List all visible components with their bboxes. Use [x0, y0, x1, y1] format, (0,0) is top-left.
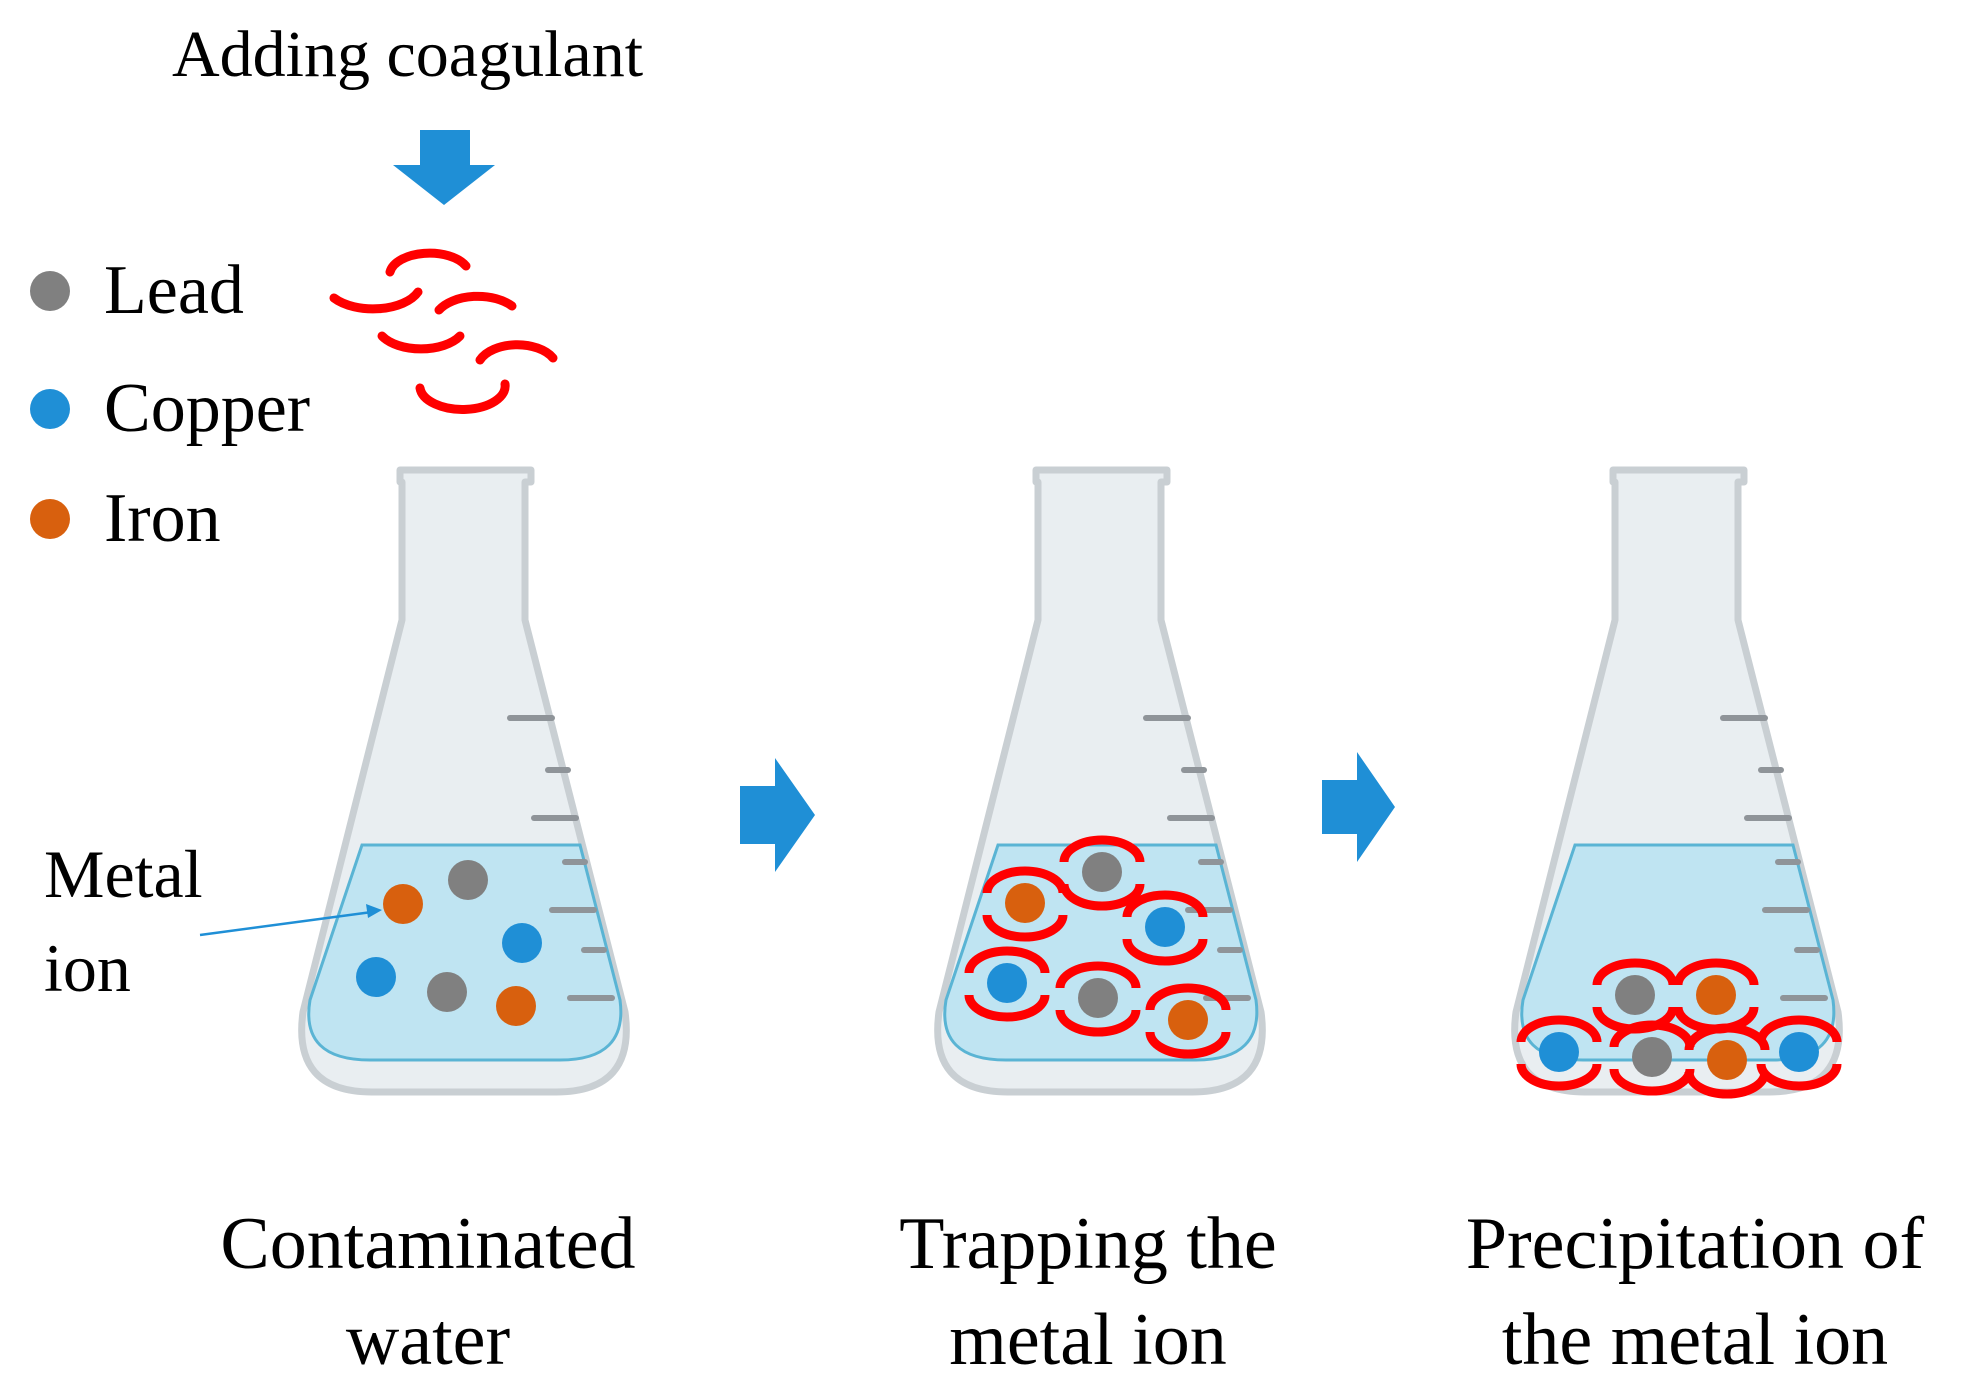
step-label-line1: Precipitation of [1465, 1203, 1925, 1285]
step-label-contaminated: Contaminated water [188, 1196, 668, 1388]
step-label-line2: water [345, 1299, 511, 1381]
coagulant-arc [1756, 1015, 1842, 1043]
coagulant-arc [1756, 1063, 1842, 1091]
process-arrow-1 [740, 758, 815, 872]
coagulant-arc [475, 340, 558, 365]
copper-ion [987, 963, 1027, 1003]
trapped-ion [1145, 983, 1231, 1059]
metal-ion-callout-arrow [199, 904, 382, 937]
graduation-marks [1720, 715, 1828, 1001]
legend-item-copper: Copper [30, 374, 310, 444]
metal-ion-callout-line2: ion [44, 930, 131, 1006]
trapped-ion [982, 866, 1068, 942]
iron-ion [1707, 1040, 1747, 1080]
graduation-marks [507, 715, 615, 1001]
coagulant-arc [1673, 958, 1759, 986]
step-label-line1: Trapping the [899, 1203, 1277, 1285]
coagulant-arc [434, 291, 517, 315]
coagulant-particles [329, 248, 558, 414]
precipitated-ion [1756, 1015, 1842, 1091]
precipitated-ion [1592, 958, 1678, 1034]
coagulant-arc [329, 287, 423, 314]
coagulant-arc [1059, 835, 1145, 863]
iron-ion [496, 986, 536, 1026]
flask-trapping [934, 466, 1266, 1096]
step-label-line2: the metal ion [1501, 1299, 1889, 1381]
legend-label: Copper [104, 370, 311, 447]
coagulant-arc [1055, 961, 1141, 989]
coagulant-arc [964, 994, 1050, 1022]
coagulant-arc [1122, 890, 1208, 918]
legend-label: Lead [104, 252, 244, 329]
legend-item-iron: Iron [30, 484, 221, 554]
precipitated-ion [1673, 958, 1759, 1034]
coagulant-arc [415, 379, 510, 414]
coagulant-arc [1609, 1020, 1695, 1048]
coagulant-arc [1516, 1063, 1602, 1091]
coagulant-arc [1145, 983, 1231, 1011]
iron-swatch [30, 499, 70, 539]
copper-ion [1539, 1032, 1579, 1072]
iron-ion [1168, 1000, 1208, 1040]
process-arrow-2 [1322, 752, 1395, 862]
coagulant-arc [1122, 938, 1208, 966]
iron-ion [383, 884, 423, 924]
coagulant-arc [1055, 1009, 1141, 1037]
precipitated-ion [1516, 1015, 1602, 1091]
step-label-line2: metal ion [949, 1299, 1227, 1381]
coagulant-arc [377, 331, 465, 354]
copper-ion [502, 923, 542, 963]
metal-ion-callout-line1: Metal [44, 836, 203, 912]
step-label-precipitation: Precipitation of the metal ion [1455, 1196, 1935, 1388]
flask-contaminated [298, 466, 630, 1096]
iron-ion [1696, 975, 1736, 1015]
trapped-ion [1122, 890, 1208, 966]
trapped-ion [964, 946, 1050, 1022]
lead-ion [427, 972, 467, 1012]
copper-swatch [30, 389, 70, 429]
flask-precipitation [1511, 466, 1843, 1099]
legend-label: Iron [104, 480, 221, 557]
coagulant-arc [385, 248, 471, 277]
precipitated-ion [1609, 1020, 1695, 1096]
lead-ion [1082, 852, 1122, 892]
coagulant-arc [964, 946, 1050, 974]
copper-ion [1145, 907, 1185, 947]
coagulant-arc [982, 914, 1068, 942]
coagulant-arc [982, 866, 1068, 894]
coagulant-arc [1684, 1071, 1770, 1099]
copper-ion [1779, 1032, 1819, 1072]
step-label-line1: Contaminated [220, 1203, 636, 1285]
lead-ion [1078, 978, 1118, 1018]
coagulant-arc [1516, 1015, 1602, 1043]
trapped-ion [1055, 961, 1141, 1037]
lead-ion [448, 860, 488, 900]
iron-ion [1005, 883, 1045, 923]
step-label-trapping: Trapping the metal ion [848, 1196, 1328, 1388]
coagulant-arc [1592, 958, 1678, 986]
lead-swatch [30, 271, 70, 311]
lead-ion [1615, 975, 1655, 1015]
adding-coagulant-label: Adding coagulant [172, 18, 644, 91]
copper-ion [356, 957, 396, 997]
coagulant-down-arrow [393, 130, 495, 205]
trapped-ion [1059, 835, 1145, 911]
coagulant-arc [1145, 1031, 1231, 1059]
lead-ion [1632, 1037, 1672, 1077]
coagulant-arc [1059, 883, 1145, 911]
legend-item-lead: Lead [30, 256, 244, 326]
